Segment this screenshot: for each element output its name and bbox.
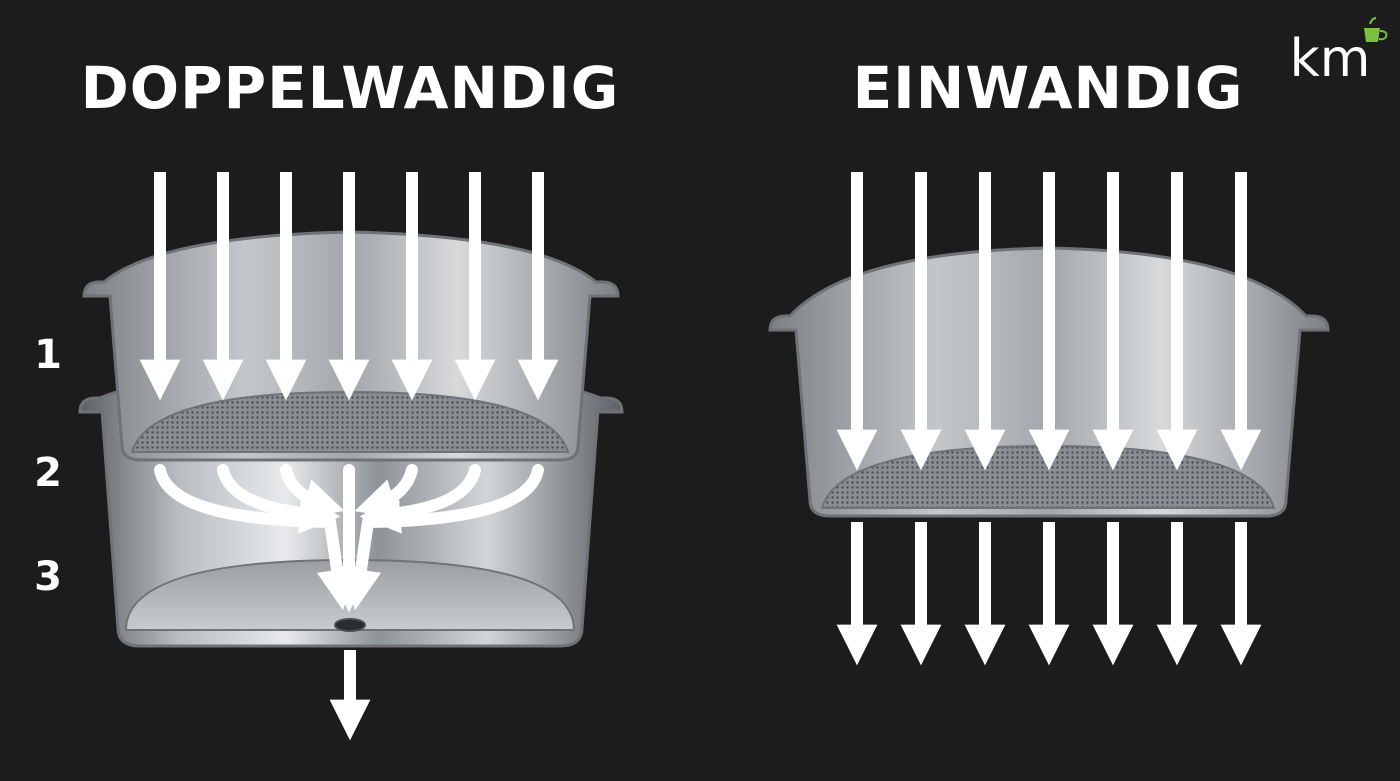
km-logo: km [1290, 17, 1388, 89]
svg-text:km: km [1290, 29, 1371, 89]
double-wall-basket-diagram [78, 172, 624, 741]
heading-single-wall: EINWANDIG [853, 54, 1244, 122]
single-wall-basket-diagram [768, 172, 1330, 666]
flow-arrow [340, 464, 544, 611]
label-2: 2 [34, 450, 62, 496]
converging-flow-arrows [154, 464, 544, 613]
label-1: 1 [34, 332, 62, 378]
label-3: 3 [34, 554, 62, 600]
cup-icon [1364, 17, 1388, 42]
outflow-arrows-right [836, 522, 1262, 666]
flow-arrow [280, 464, 345, 519]
flow-arrow [359, 464, 481, 534]
inflow-arrows-right [836, 172, 1262, 471]
inflow-arrows-left [139, 172, 559, 401]
heading-double-wall: DOPPELWANDIG [81, 54, 620, 122]
